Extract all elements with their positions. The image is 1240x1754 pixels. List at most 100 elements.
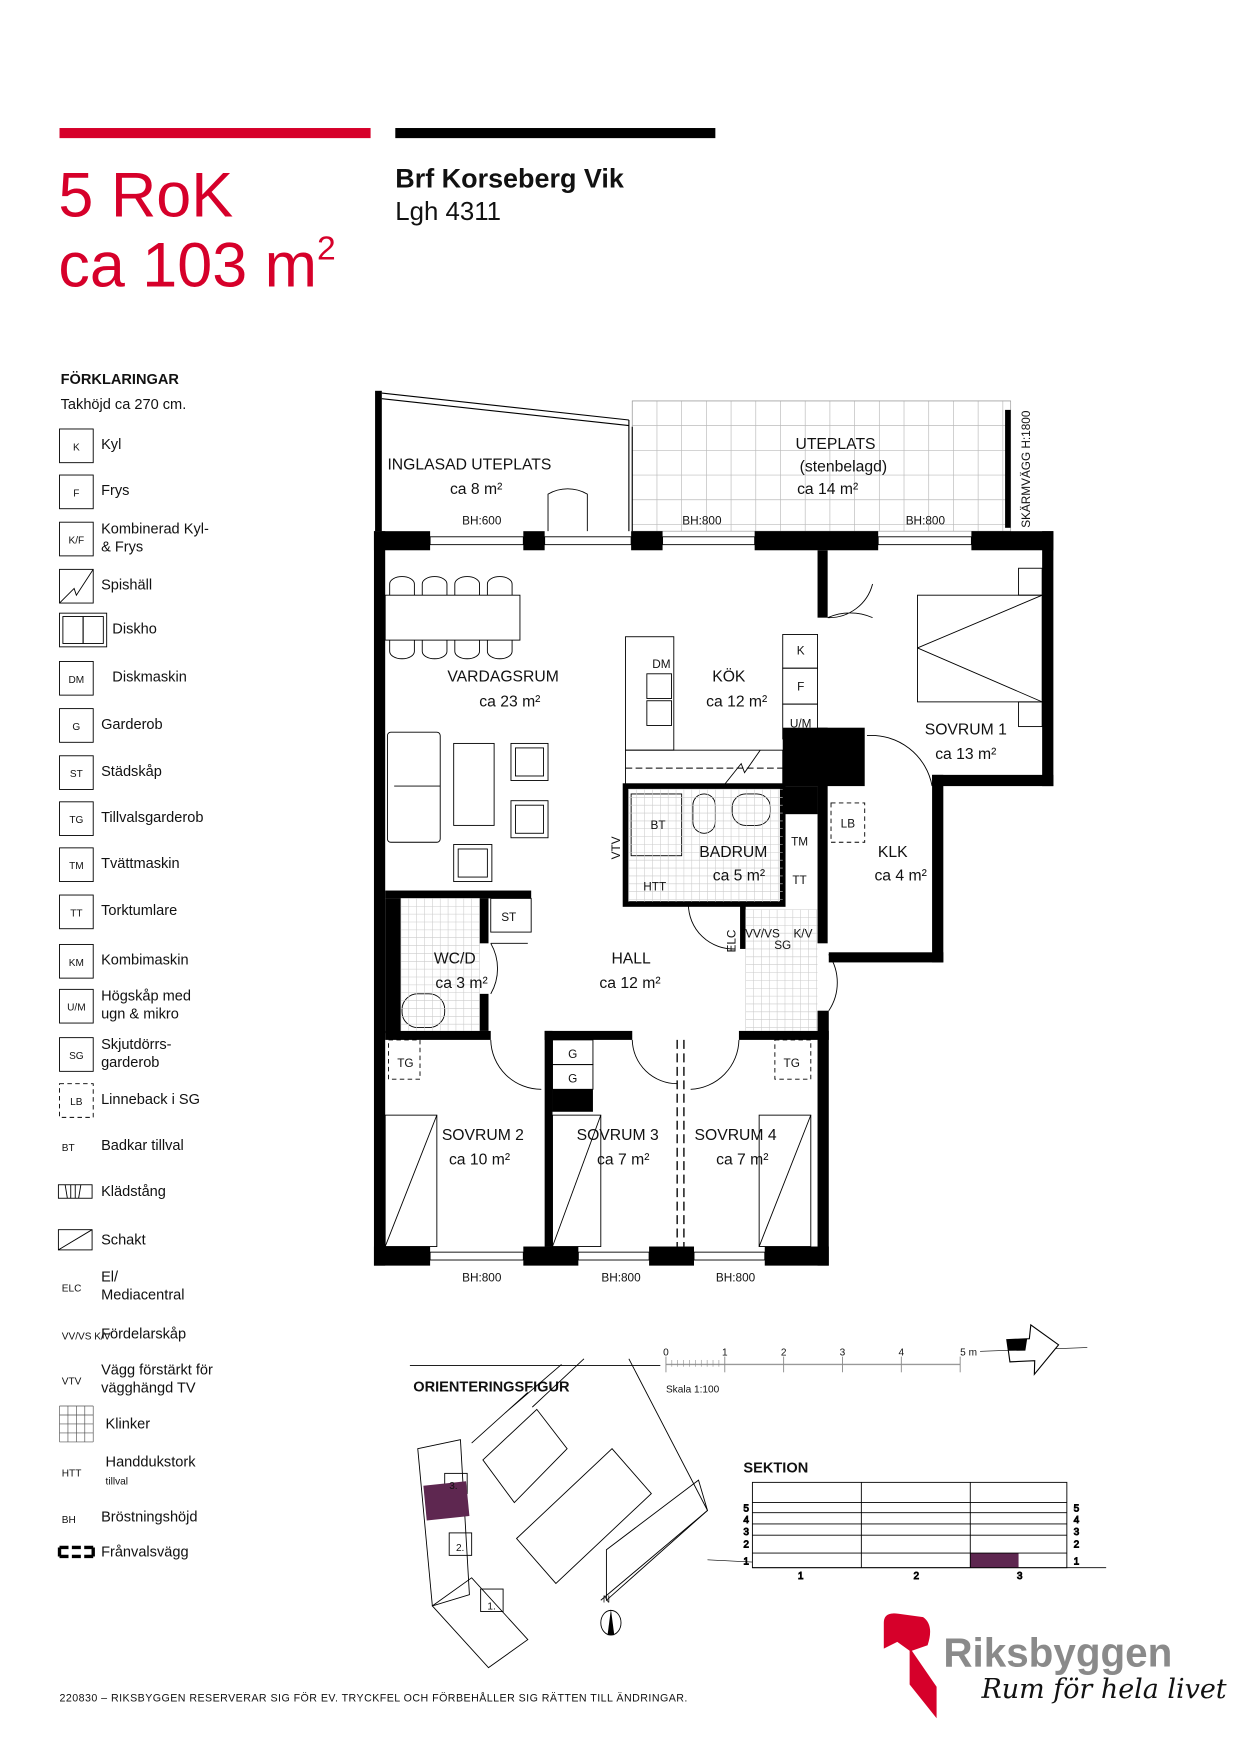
legend-title: FÖRKLARINGAR — [61, 371, 180, 388]
label: G — [568, 1048, 577, 1061]
legend-label: Städskåp — [101, 764, 162, 780]
legend-code: BT — [62, 1143, 75, 1154]
legend-code: VTV — [62, 1377, 82, 1388]
legend-code: BH — [62, 1515, 76, 1526]
building-label: 1. — [487, 1601, 495, 1612]
label: TM — [791, 836, 808, 849]
legend-item: Klinker — [59, 1405, 150, 1443]
legend-label: & Frys — [101, 539, 143, 555]
legend-label: tillval — [106, 1477, 128, 1488]
legend-code: HTT — [62, 1469, 82, 1480]
room-area: ca 7 m² — [716, 1152, 768, 1169]
label: K — [797, 645, 805, 658]
room-name: SOVRUM 2 — [442, 1127, 524, 1144]
room-area: ca 12 m² — [599, 975, 660, 992]
label: TG — [397, 1057, 413, 1070]
label: BH:800 — [462, 1271, 502, 1284]
legend-label: Högskåp med — [101, 989, 191, 1005]
floor-label: 5 — [743, 1504, 749, 1515]
legend-code: TM — [69, 861, 84, 872]
label: SG — [774, 939, 791, 952]
room-area: ca 23 m² — [479, 693, 540, 710]
ceiling-height: Takhöjd ca 270 cm. — [61, 397, 187, 413]
legend-label: Tvättmaskin — [101, 856, 180, 872]
windows — [429, 536, 972, 1261]
floor-label: 1 — [1074, 1556, 1080, 1567]
klinker-tiles — [400, 789, 818, 1031]
label: K/V — [793, 928, 812, 941]
room-area: ca 7 m² — [597, 1152, 649, 1169]
legend-label: Diskho — [112, 621, 157, 637]
room-name: VARDAGSRUM — [447, 669, 559, 686]
legend-label: Handdukstork — [106, 1455, 197, 1471]
furniture — [384, 567, 1043, 1247]
legend-item: Frånvalsvägg — [57, 1544, 189, 1560]
uteplats-tiles — [631, 400, 1011, 532]
legend-item: Spishäll — [59, 568, 152, 604]
legend-label: Kombimaskin — [101, 953, 188, 969]
label: BH:800 — [601, 1271, 641, 1284]
legend-label: Kyl — [101, 437, 121, 453]
legend-code: SG — [69, 1051, 84, 1062]
north-arrow-icon — [980, 1323, 1088, 1376]
floor-label: 3 — [743, 1527, 749, 1538]
legend-label: Frånvalsvägg — [101, 1544, 189, 1560]
label: Rum för hela livet — [981, 1674, 1227, 1705]
stair-label: 2 — [914, 1571, 920, 1582]
label: ST — [501, 911, 516, 924]
legend-label: Badkar tillval — [101, 1138, 184, 1154]
legend-label: vägghängd TV — [101, 1381, 196, 1397]
label: 2 — [317, 230, 336, 267]
room-area: ca 5 m² — [713, 867, 765, 884]
floor-label: 1 — [743, 1556, 749, 1567]
legend-item: KM Kombimaskin — [59, 943, 189, 979]
legend-label: Garderob — [101, 717, 163, 733]
scale-tick-label: 1 — [722, 1347, 728, 1358]
scale-tick-label: 4 — [899, 1347, 905, 1358]
label: BT — [651, 819, 666, 832]
orientation-title: ORIENTERINGSFIGUR — [413, 1379, 570, 1395]
scale-tick-label: 0 — [663, 1347, 669, 1358]
apartment-number: Lgh 4311 — [395, 198, 501, 226]
room-name: HALL — [611, 951, 651, 968]
legend-code: KM — [69, 958, 84, 969]
room-labels: INGLASAD UTEPLATS ca 8 m² UTEPLATS (sten… — [387, 436, 1006, 1168]
red-header-bar — [59, 128, 371, 139]
legend-item: Klädstång — [57, 1184, 166, 1200]
orientation-map — [417, 1358, 709, 1669]
label: Riksbyggen — [943, 1630, 1172, 1676]
compass-icon — [600, 1609, 622, 1636]
label: TT — [792, 874, 806, 887]
legend-label: Linneback i SG — [101, 1092, 200, 1108]
legend-label: garderob — [101, 1055, 159, 1071]
stair-label: 3 — [1017, 1571, 1023, 1582]
legend-code: F — [73, 488, 79, 499]
room-name: UTEPLATS — [795, 436, 875, 453]
legend-item: Schakt — [57, 1229, 146, 1251]
riksbyggen-logo: Riksbyggen Rum för hela livet — [883, 1613, 1227, 1719]
label: VV/VS — [745, 928, 780, 941]
section-title: SEKTION — [743, 1460, 808, 1476]
label: DM — [652, 658, 670, 671]
legend-label: Diskmaskin — [112, 670, 187, 686]
scale-tick-label: 5 m — [960, 1347, 977, 1358]
room-name: WC/D — [434, 951, 476, 968]
label: BH:800 — [906, 514, 946, 527]
legend-code: TT — [70, 908, 82, 919]
legend-label: Mediacentral — [101, 1287, 184, 1303]
legend-item: BT Badkar tillval — [62, 1138, 184, 1154]
